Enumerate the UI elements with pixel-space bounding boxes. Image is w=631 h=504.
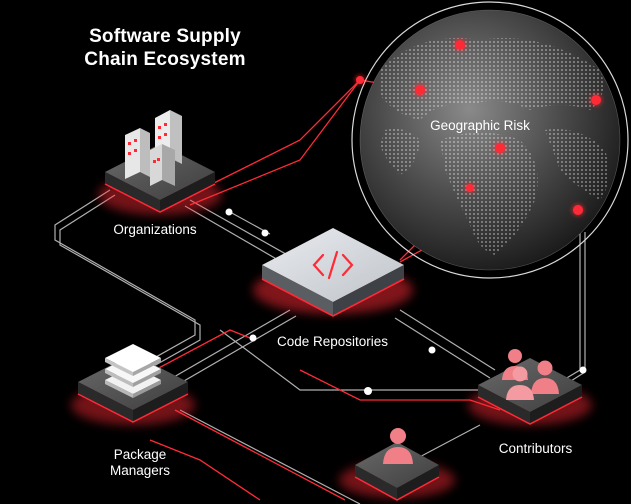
code-icon (312, 250, 354, 280)
stack-icon (105, 344, 161, 398)
contributors-label: Contributors (498, 441, 573, 456)
risk-hotspots (356, 40, 601, 215)
title-line-2: Chain Ecosystem (84, 48, 246, 70)
geographic-risk-label: Geographic Risk (430, 118, 530, 133)
package-managers-label-line-2: Managers (109, 463, 171, 479)
package-managers-label: Package Managers (85, 447, 195, 479)
buildings-icon (125, 110, 182, 186)
person-icon (383, 428, 413, 464)
contributors-node (468, 358, 592, 425)
code-repositories-node (253, 228, 413, 317)
code-repositories-label: Code Repositories (276, 334, 389, 349)
people-icon (502, 349, 559, 400)
diagram-title: Software Supply Chain Ecosystem (60, 26, 270, 72)
connector-nodes (225, 208, 587, 395)
globe-icon (351, 1, 629, 279)
package-managers-label-line-1: Package (113, 447, 167, 462)
title-line-1: Software Supply (89, 26, 241, 47)
organizations-label: Organizations (113, 222, 197, 237)
individual-node (339, 442, 455, 501)
